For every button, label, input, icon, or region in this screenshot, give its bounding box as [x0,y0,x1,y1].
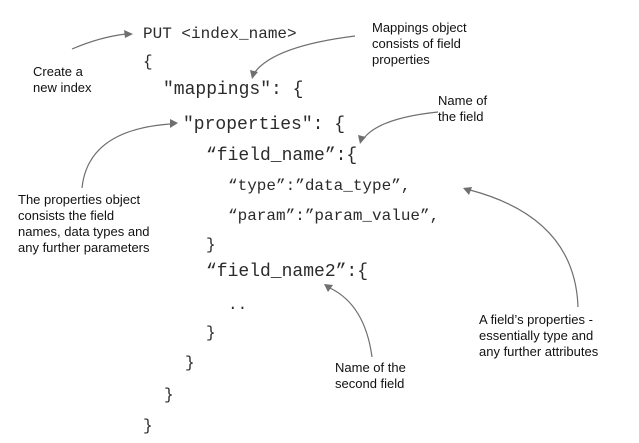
arrow-second-field [324,284,373,358]
annotation-properties-object: The properties object consists the field… [18,192,150,255]
code-line-close-properties: } [185,354,195,372]
arrow-properties-object [81,119,178,189]
annotation-name-of-field: Name of the field [438,93,488,124]
annotation-second-field: Name of the second field [335,360,406,391]
arrow-mappings-object [250,35,356,79]
arrow-create-index [71,30,133,50]
code-line-field-name2: “field_name2”:{ [206,262,369,282]
code-line-open-brace: { [143,53,153,71]
annotation-field-properties: A field’s properties - essentially type … [479,312,599,359]
annotation-mappings-object: Mappings object consists of field proper… [372,20,467,67]
arrow-field-properties [463,187,579,308]
code-line-ellipsis: .. [228,296,248,314]
code-line-close-root: } [143,417,153,435]
code-line-type: “type”:”data_type”, [228,177,411,195]
code-line-mappings: "mappings": { [163,80,304,100]
code-line-put: PUT <index_name> [143,25,297,43]
code-line-param: “param”:”param_value”, [228,207,440,225]
code-line-properties: "properties": { [183,115,346,135]
annotation-create-index: Create a new index [33,64,92,95]
code-line-close-field2: } [206,324,216,342]
code-line-close-mappings: } [164,386,174,404]
arrow-name-of-field [358,111,439,144]
code-line-close-field: } [206,236,216,254]
code-line-field-name: “field_name”:{ [206,146,358,166]
